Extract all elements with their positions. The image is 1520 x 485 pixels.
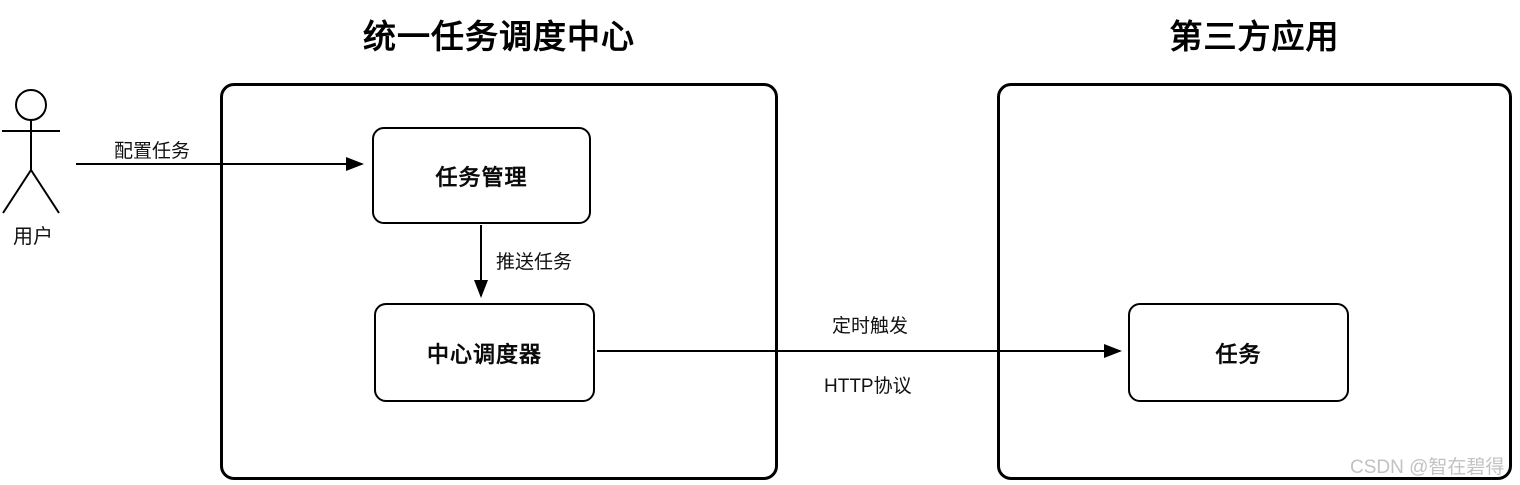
watermark-text: CSDN @智在碧得 bbox=[1350, 457, 1505, 478]
edge-label-push-task: 推送任务 bbox=[496, 252, 573, 273]
right-section-title: 第三方应用 bbox=[1169, 18, 1340, 55]
third-party-app-container bbox=[997, 83, 1512, 480]
node-task-management: 任务管理 bbox=[372, 127, 591, 224]
user-actor-icon bbox=[2, 89, 60, 214]
user-actor-label: 用户 bbox=[13, 226, 53, 248]
edge-label-configure-task: 配置任务 bbox=[114, 141, 191, 162]
left-section-title: 统一任务调度中心 bbox=[363, 18, 635, 55]
scheduling-center-container bbox=[220, 83, 778, 480]
edge-label-http-protocol: HTTP协议 bbox=[824, 376, 912, 397]
edge-label-timed-trigger: 定时触发 bbox=[832, 316, 909, 337]
node-task: 任务 bbox=[1128, 303, 1349, 402]
node-central-scheduler: 中心调度器 bbox=[374, 303, 595, 402]
